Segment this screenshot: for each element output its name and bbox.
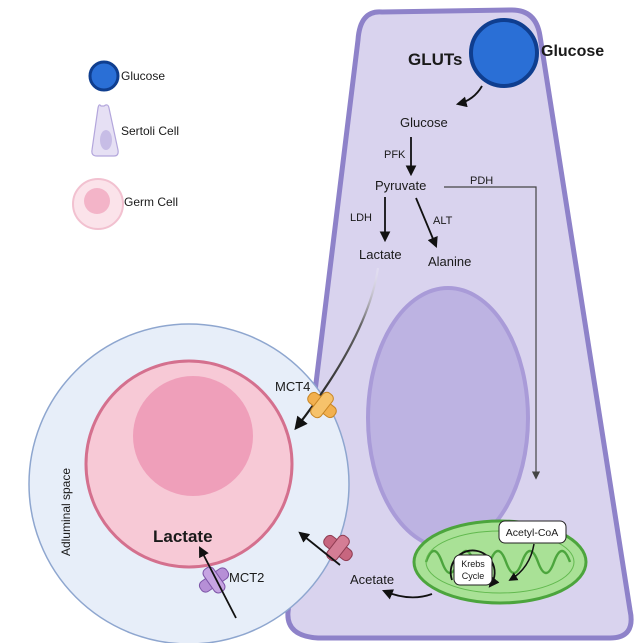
external-glucose-icon [469, 18, 539, 88]
lactate-cell-label: Lactate [359, 247, 402, 262]
mct2-label: MCT2 [229, 570, 264, 585]
legend-sertoli-nucleus [100, 130, 112, 150]
legend-glucose-label: Glucose [121, 69, 165, 83]
acetate-label: Acetate [350, 572, 394, 587]
alanine-label: Alanine [428, 254, 471, 269]
arrow-mct2-lactate-uptake [199, 546, 237, 619]
legend: Glucose Sertoli Cell Germ Cell [72, 60, 179, 230]
pdh-label: PDH [470, 175, 493, 187]
acetate-transporter-icon [323, 534, 353, 562]
arrow-gluts-to-glucose [455, 85, 483, 108]
pfk-label: PFK [384, 149, 406, 161]
acetyl-coa-box: Acetyl-CoA [498, 520, 567, 544]
germ-lactate-label: Lactate [153, 527, 213, 546]
adluminal-space-label: Adluminal space [59, 468, 73, 556]
mct4-label: MCT4 [275, 379, 310, 394]
alt-label: ALT [433, 215, 453, 227]
arrow-pyruvate-to-acetylcoa [444, 186, 541, 480]
mct4-transporter-icon [307, 391, 337, 419]
pyruvate-label: Pyruvate [375, 178, 426, 193]
arrow-pyruvate-to-alanine [415, 197, 438, 248]
glucose-label: Glucose [400, 115, 448, 130]
gluts-label: GLUTs [408, 50, 462, 69]
arrow-lactate-export [294, 267, 380, 431]
external-glucose-label: Glucose [541, 43, 604, 60]
arrow-acetylcoa-to-krebs [508, 543, 535, 581]
legend-glucose-icon [88, 60, 120, 92]
legend-germ-nucleus [84, 188, 110, 214]
sertoli-nucleus [366, 286, 530, 550]
germ-cell-nucleus [133, 376, 253, 496]
legend-sertoli-label: Sertoli Cell [121, 124, 179, 138]
arrow-krebs-to-acetate [382, 589, 433, 600]
acetyl-coa-label: Acetyl-CoA [506, 527, 559, 539]
krebs-label-line1: Krebs [461, 559, 485, 569]
legend-germ-label: Germ Cell [124, 195, 178, 209]
arrow-acetate-into-germ [298, 531, 341, 566]
krebs-label-line2: Cycle [462, 571, 485, 581]
ldh-label: LDH [350, 212, 372, 224]
krebs-cycle: Krebs Cycle [449, 549, 500, 588]
